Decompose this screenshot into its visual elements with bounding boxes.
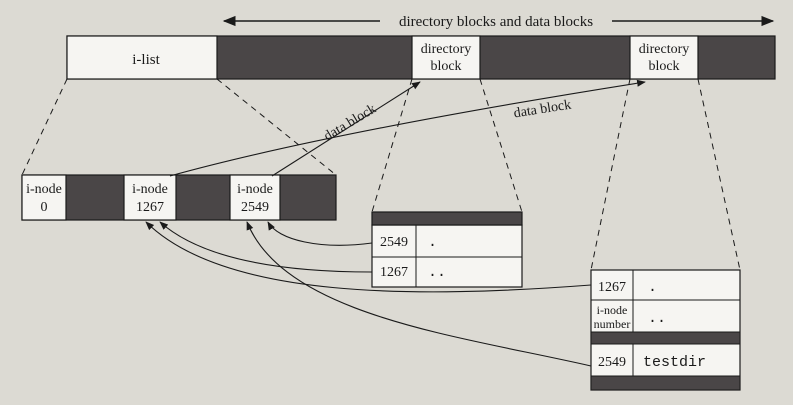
- dir2-row2-name: ..: [648, 310, 666, 327]
- dir1-row1-inode: 2549: [380, 235, 408, 250]
- directory-block-2-line2: block: [648, 59, 679, 74]
- data-block-arrow-2: [169, 79, 646, 177]
- inode-0-line1: i-node: [26, 182, 62, 197]
- inode-2549-line1: i-node: [237, 182, 273, 197]
- directory-block-2: [629, 35, 699, 80]
- directory-table-1: 2549 . 1267 ..: [371, 211, 523, 288]
- directory-block-1-line2: block: [430, 59, 461, 74]
- data-block-label-2: data block: [513, 98, 573, 122]
- inode-1267-box: [123, 174, 177, 221]
- inode-2549-box: [229, 174, 281, 221]
- dir2-row3-inode: 2549: [598, 355, 626, 370]
- inode-strip: [21, 174, 337, 221]
- directory-block-2-line1: directory: [639, 42, 690, 57]
- dir2-row3-name: testdir: [643, 354, 706, 371]
- data-block-arrow-1: [271, 81, 421, 177]
- inode-2549-line2: 2549: [241, 200, 269, 215]
- inode-0-line2: 0: [41, 200, 48, 215]
- inode-0-box: [21, 174, 67, 221]
- dir1-row2-name: ..: [428, 264, 446, 281]
- dir1-row2-inode: 1267: [380, 265, 408, 280]
- dir2-testdir-arrow: [246, 221, 592, 367]
- directory-block-1: [411, 35, 481, 80]
- inode-1267-line2: 1267: [136, 200, 164, 215]
- dir2-row2-inode-line2: number: [594, 317, 631, 331]
- dir2-row1-name: .: [648, 279, 657, 296]
- dir1-row1-name: .: [428, 234, 437, 251]
- inode-1267-line1: i-node: [132, 182, 168, 197]
- dir1-dotdot-arrow: [159, 221, 373, 273]
- dir2-row2-inode-line1: i-node: [597, 303, 628, 317]
- banner-label: directory blocks and data blocks: [399, 14, 593, 30]
- directory-table-2: 1267 . i-node number .. 2549 testdir: [590, 269, 741, 391]
- ilist-label: i-list: [132, 52, 160, 68]
- banner-label-bg: [380, 10, 612, 32]
- expansion-lines: [21, 78, 741, 271]
- dir2-dot-arrow: [145, 221, 592, 293]
- dir2-row1-inode: 1267: [598, 280, 626, 295]
- directory-block-1-line1: directory: [421, 42, 472, 57]
- dir1-dot-arrow: [267, 221, 373, 246]
- ilist-box: [66, 35, 218, 80]
